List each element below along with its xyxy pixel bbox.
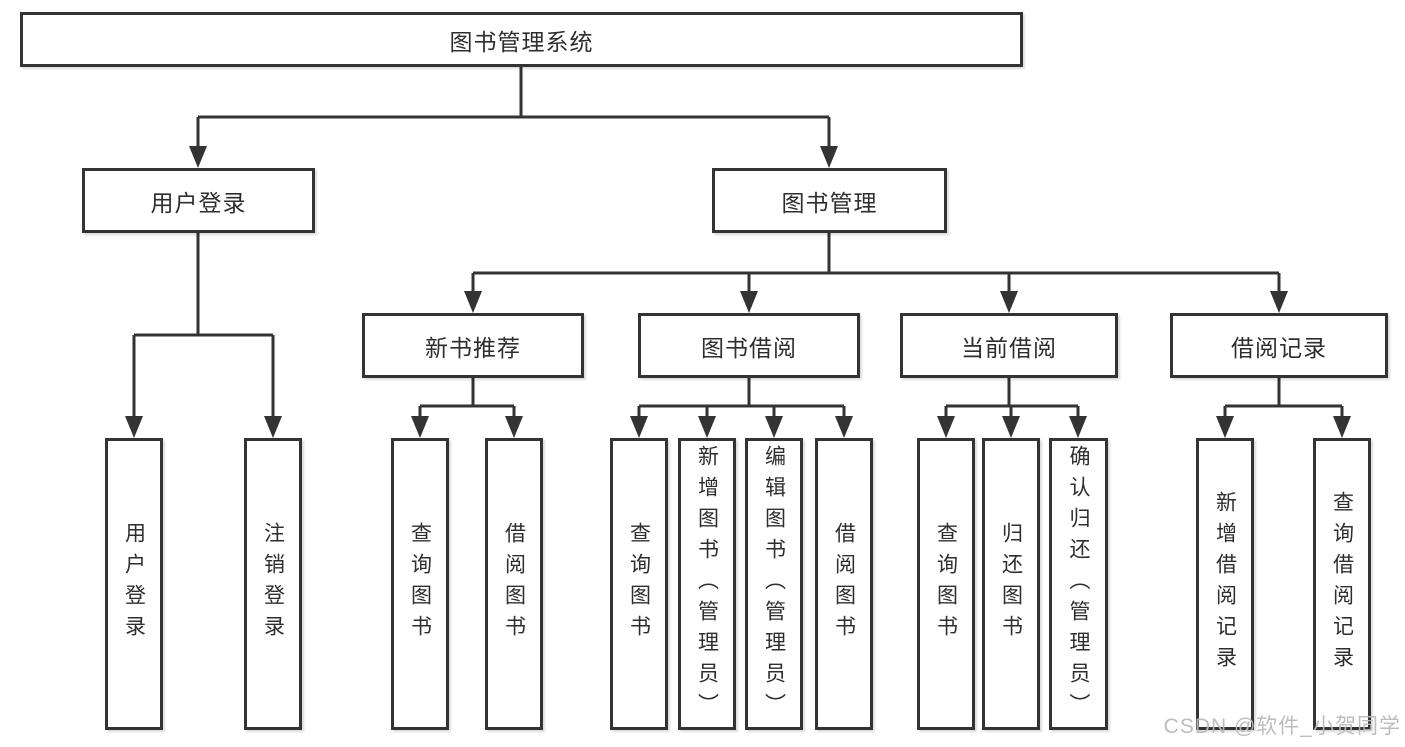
- connector-lines: [132, 67, 1344, 420]
- leaf-borrow-book-borrow: 借阅图书: [815, 438, 873, 730]
- arrowhead-icons: [125, 146, 1351, 438]
- node-new-book-recommend: 新书推荐: [362, 313, 584, 378]
- leaf-query-book-recommend-label: 查询图书: [408, 522, 432, 646]
- leaf-borrow-book-recommend: 借阅图书: [485, 438, 543, 730]
- leaf-query-book-borrow-label: 查询图书: [627, 522, 651, 646]
- watermark: CSDN @软件_小贺同学: [1163, 715, 1401, 738]
- leaf-add-borrow-record: 新增借阅记录: [1196, 438, 1254, 730]
- node-borrow-records: 借阅记录: [1170, 313, 1388, 378]
- leaf-confirm-return-admin-label: 确认归还（管理员）: [1067, 444, 1091, 724]
- leaf-query-borrow-record-label: 查询借阅记录: [1330, 491, 1354, 677]
- leaf-logout: 注销登录: [244, 438, 302, 730]
- leaf-borrow-book-recommend-label: 借阅图书: [502, 522, 526, 646]
- leaf-query-book-current: 查询图书: [917, 438, 975, 730]
- leaf-add-book-admin-label: 新增图书（管理员）: [695, 444, 719, 724]
- leaf-return-book: 归还图书: [982, 438, 1040, 730]
- node-current-borrow: 当前借阅: [900, 313, 1118, 378]
- leaf-query-book-current-label: 查询图书: [934, 522, 958, 646]
- leaf-query-borrow-record: 查询借阅记录: [1313, 438, 1371, 730]
- leaf-user-login: 用户登录: [105, 438, 163, 730]
- node-book-management: 图书管理: [712, 168, 947, 233]
- node-user-login: 用户登录: [82, 168, 315, 233]
- node-book-borrow: 图书借阅: [638, 313, 860, 378]
- leaf-return-book-label: 归还图书: [999, 522, 1023, 646]
- node-root-system: 图书管理系统: [20, 12, 1023, 67]
- leaf-query-book-recommend: 查询图书: [391, 438, 449, 730]
- leaf-add-borrow-record-label: 新增借阅记录: [1213, 491, 1237, 677]
- leaf-borrow-book-borrow-label: 借阅图书: [832, 522, 856, 646]
- leaf-edit-book-admin: 编辑图书（管理员）: [745, 438, 803, 730]
- leaf-edit-book-admin-label: 编辑图书（管理员）: [762, 444, 786, 724]
- leaf-query-book-borrow: 查询图书: [610, 438, 668, 730]
- leaf-logout-label: 注销登录: [261, 522, 285, 646]
- leaf-user-login-label: 用户登录: [122, 522, 146, 646]
- leaf-confirm-return-admin: 确认归还（管理员）: [1049, 438, 1108, 730]
- leaf-add-book-admin: 新增图书（管理员）: [678, 438, 736, 730]
